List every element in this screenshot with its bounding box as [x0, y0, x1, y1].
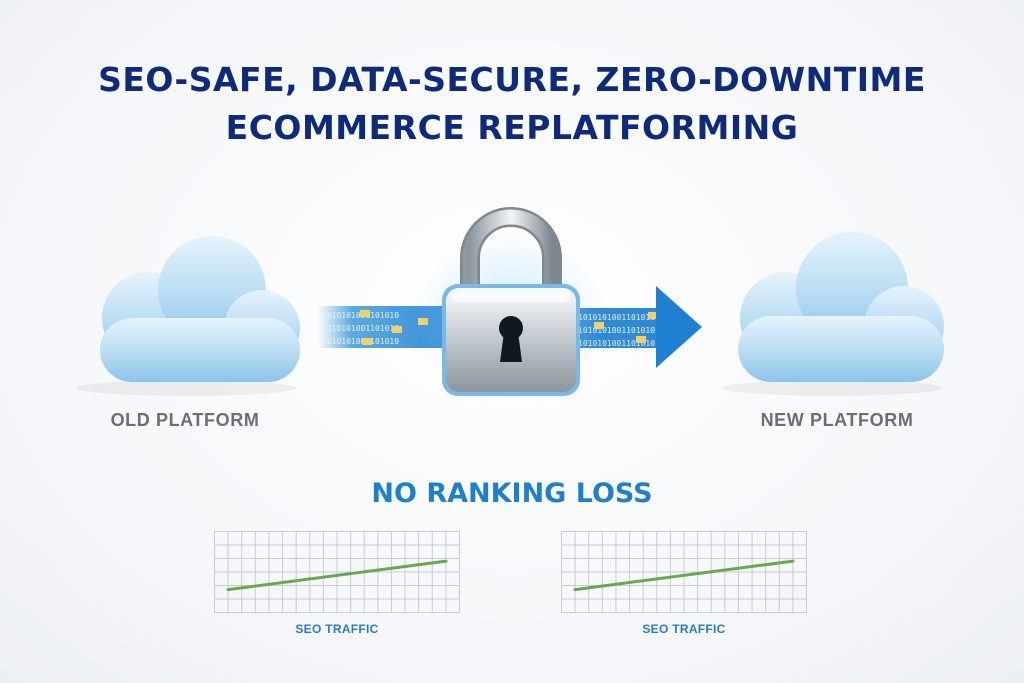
seo-traffic-chart: [214, 531, 460, 613]
keyhole-icon: [499, 316, 523, 362]
no-ranking-loss-heading: NO RANKING LOSS: [371, 478, 653, 509]
binary-stream-text: 1010101001101010: [578, 326, 655, 335]
cloud-icon: [76, 236, 300, 396]
chart-caption: SEO TRAFFIC: [642, 622, 726, 636]
chart-grid: [561, 531, 807, 613]
arrow-right-icon: [656, 286, 702, 368]
cloud-icon: [722, 232, 944, 396]
seo-traffic-line: [226, 559, 448, 592]
old-platform-label: OLD PLATFORM: [110, 410, 260, 430]
padlock-icon: [416, 207, 606, 403]
seo-traffic-line: [573, 559, 795, 592]
data-packet: [392, 326, 402, 333]
binary-stream-text: 1010101001101010: [578, 313, 655, 322]
data-packet: [362, 338, 372, 345]
seo-traffic-chart: [561, 531, 807, 613]
data-packet: [636, 336, 646, 343]
data-packet: [648, 312, 658, 319]
chart-caption: SEO TRAFFIC: [295, 622, 379, 636]
page-title-line-1: SEO-SAFE, DATA-SECURE, ZERO-DOWNTIME: [98, 60, 926, 99]
page-title-line-2: ECOMMERCE REPLATFORMING: [225, 108, 799, 147]
binary-stream-text: 1010101001101010: [322, 337, 399, 346]
chart-grid: [214, 531, 460, 613]
new-platform-label: NEW PLATFORM: [760, 410, 914, 430]
binary-stream-text: 1010101001101010: [322, 324, 399, 333]
data-packet: [360, 310, 370, 317]
binary-stream-text: 1010101001101010: [578, 339, 655, 348]
